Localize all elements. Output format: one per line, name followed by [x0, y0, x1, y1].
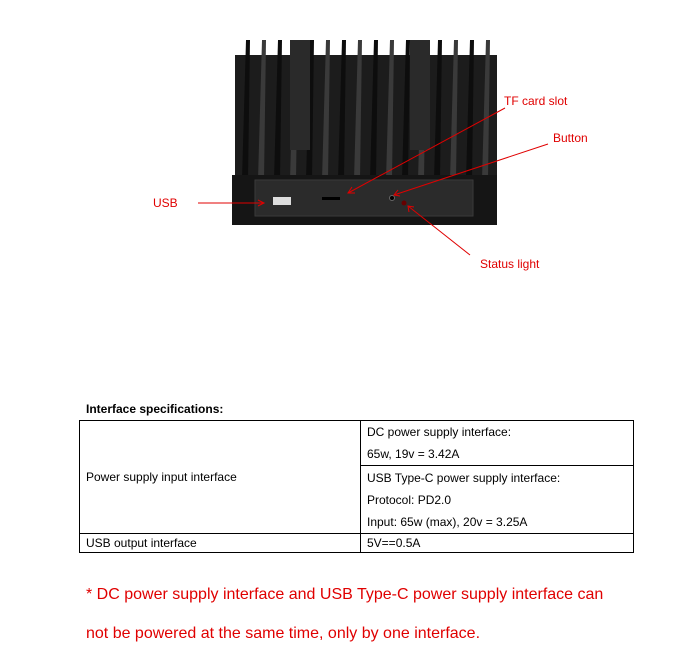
fin: [354, 40, 362, 180]
fin: [482, 40, 490, 180]
row-label: Power supply input interface: [79, 420, 361, 534]
row-value: 5V==0.5A: [360, 533, 634, 553]
note-line-1: * DC power supply interface and USB Type…: [86, 586, 604, 603]
dc-title: DC power supply interface:: [367, 425, 512, 439]
fin: [258, 40, 266, 180]
table-row: USB Type-C power supply interface: Proto…: [80, 465, 634, 534]
fin: [386, 40, 394, 180]
status-light-label: Status light: [480, 257, 540, 271]
fin: [402, 40, 410, 180]
tf-card-slot: [322, 197, 340, 200]
row-label: USB output interface: [79, 533, 361, 553]
typec-input: Input: 65w (max), 20v = 3.25A: [367, 514, 528, 529]
fin: [450, 40, 458, 180]
button: [389, 195, 395, 201]
fin: [242, 40, 250, 180]
annotation-arrows: [198, 107, 549, 256]
note-line-2: not be powered at the same time, only by…: [86, 625, 481, 642]
device-figure: [198, 40, 549, 256]
typec-title: USB Type-C power supply interface:: [367, 470, 561, 485]
status-light: [401, 200, 407, 206]
fin: [274, 40, 282, 180]
front-panel: [254, 179, 474, 217]
fin: [338, 40, 346, 180]
button-label: Button: [553, 131, 588, 145]
table-heading: Interface specifications:: [86, 402, 224, 416]
typec-protocol: Protocol: PD2.0: [367, 492, 452, 507]
tf-card-slot-label: TF card slot: [504, 94, 568, 108]
spec-table: Power supply input interface DC power su…: [79, 420, 634, 553]
table-row: Power supply input interface DC power su…: [79, 420, 634, 534]
usb-port: [273, 197, 291, 205]
fin: [466, 40, 474, 180]
dc-spec: 65w, 19v = 3.42A: [367, 447, 460, 461]
table-row: USB output interface 5V==0.5A: [79, 533, 634, 553]
usb-label: USB: [153, 196, 178, 210]
fin: [322, 40, 330, 180]
fin: [370, 40, 378, 180]
